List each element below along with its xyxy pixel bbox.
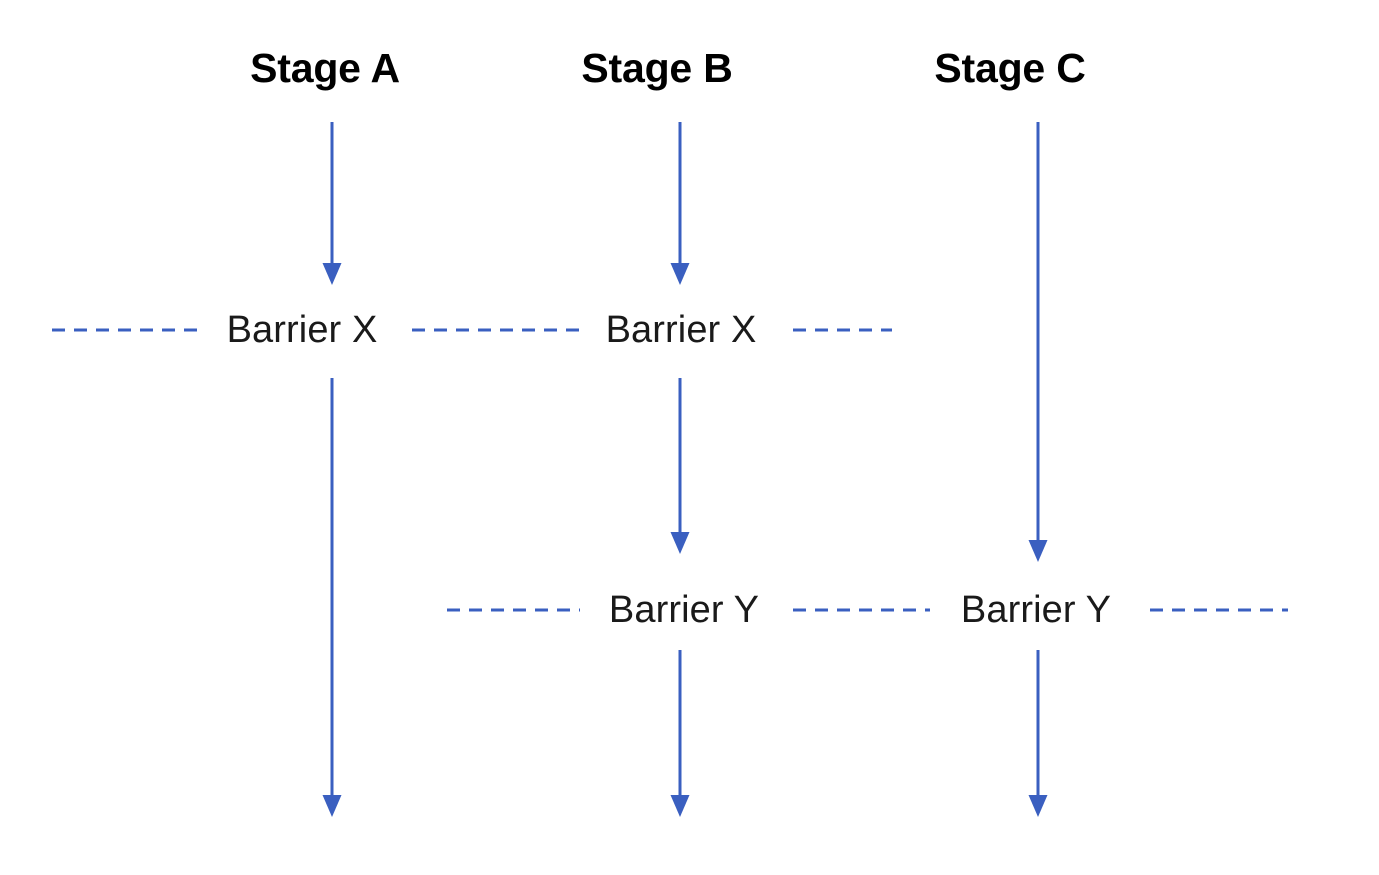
dashed-link-x-left — [52, 328, 198, 332]
dashed-link-y-left — [447, 608, 580, 612]
barrier-node-x-stage-a: Barrier X — [226, 309, 378, 351]
arrow-stage-b-to-barrier-x — [670, 122, 690, 285]
dashed-link-y-right — [1150, 608, 1288, 612]
arrow-barrier-x-a-outflow — [322, 378, 342, 817]
arrow-stage-c-to-barrier-y — [1028, 122, 1048, 562]
dashed-link-x-middle — [412, 328, 580, 332]
dashed-link-y-middle — [793, 608, 930, 612]
arrow-barrier-y-c-outflow — [1028, 650, 1048, 817]
arrow-stage-a-to-barrier-x — [322, 122, 342, 285]
barrier-node-y-stage-c: Barrier Y — [960, 589, 1112, 631]
arrow-barrier-x-b-to-barrier-y-b — [670, 378, 690, 554]
dashed-link-x-right — [793, 328, 892, 332]
stage-label-c: Stage C — [934, 45, 1086, 91]
barrier-node-x-stage-b: Barrier X — [605, 309, 757, 351]
arrow-barrier-y-b-outflow — [670, 650, 690, 817]
barrier-node-y-stage-b: Barrier Y — [608, 589, 760, 631]
stage-label-a: Stage A — [250, 45, 400, 91]
stage-label-b: Stage B — [581, 45, 733, 91]
